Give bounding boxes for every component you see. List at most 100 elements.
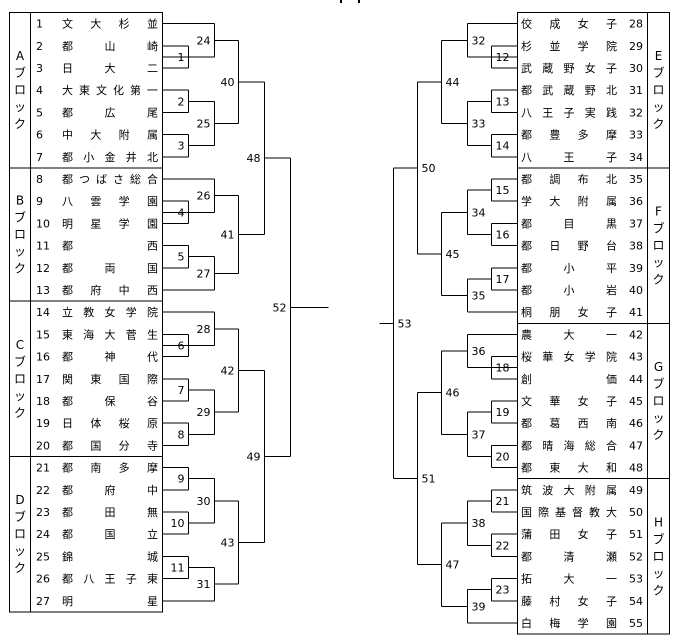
team-number: 12 <box>36 262 50 275</box>
team-name: 都小岩 <box>521 283 617 297</box>
team-name: 都葛西南 <box>521 417 617 430</box>
match-number: 16 <box>496 229 510 242</box>
team-name: 都府中西 <box>62 283 158 297</box>
team-name: 都国立 <box>62 527 158 541</box>
match-number: 44 <box>446 76 460 89</box>
match-number: 8 <box>178 428 185 441</box>
match-number: 19 <box>496 406 510 419</box>
team-name: 錦城 <box>62 549 158 563</box>
match-number: 14 <box>496 140 510 153</box>
match-number: 29 <box>197 406 211 419</box>
team-name: 都保谷 <box>62 394 158 408</box>
team-number: 4 <box>36 84 43 97</box>
match-number: 41 <box>221 229 235 242</box>
team-number: 22 <box>36 484 50 497</box>
team-number: 29 <box>629 40 643 53</box>
team-number: 49 <box>629 484 643 497</box>
team-list-box <box>517 478 648 635</box>
match-number: 18 <box>496 362 510 375</box>
team-number: 43 <box>629 351 643 364</box>
team-name: 杉並学院 <box>521 39 617 53</box>
team-name: 都清瀬 <box>521 549 617 563</box>
team-number: 48 <box>629 462 643 475</box>
team-number: 33 <box>629 129 643 142</box>
team-name: 藤村女子 <box>521 594 617 608</box>
team-name: 農大一 <box>521 327 617 341</box>
team-name: 明星学園 <box>62 216 158 230</box>
team-name: 都広尾 <box>62 106 158 119</box>
team-name: 都日野台 <box>521 239 617 253</box>
team-name: 明星 <box>62 595 158 608</box>
team-number: 19 <box>36 417 50 430</box>
team-number: 45 <box>629 395 643 408</box>
match-number: 50 <box>422 162 436 175</box>
team-name: 八王子実践 <box>521 105 617 119</box>
match-number: 25 <box>197 118 211 131</box>
team-name: 都小金井北 <box>62 150 158 164</box>
team-number: 47 <box>629 439 643 452</box>
team-name: 都西 <box>62 240 158 253</box>
team-name: 都国分寺 <box>62 439 158 452</box>
team-number: 3 <box>36 62 43 75</box>
team-name: 拓大一 <box>521 572 617 586</box>
team-name: 創価 <box>521 372 617 386</box>
team-name: 都晴海総合 <box>521 438 617 452</box>
team-list-box <box>517 12 648 169</box>
match-number: 1 <box>178 51 185 64</box>
team-number: 9 <box>36 195 43 208</box>
team-number: 34 <box>629 151 643 164</box>
team-name: 都武蔵野北 <box>521 84 617 97</box>
team-number: 23 <box>36 506 50 519</box>
match-number: 30 <box>197 495 211 508</box>
team-number: 8 <box>36 173 43 186</box>
team-number: 38 <box>629 240 643 253</box>
team-number: 35 <box>629 173 643 186</box>
team-name: 都八王子東 <box>62 573 158 586</box>
match-number: 26 <box>197 190 211 203</box>
match-number: 47 <box>446 559 460 572</box>
team-number: 18 <box>36 395 50 408</box>
team-name: 中大附属 <box>62 128 158 142</box>
match-number: 27 <box>197 267 211 280</box>
match-number: 37 <box>472 428 486 441</box>
match-number: 28 <box>197 323 211 336</box>
match-number: 36 <box>472 345 486 358</box>
team-name: 国際基督教大 <box>521 505 617 519</box>
team-name: 都つばさ総合 <box>62 172 158 186</box>
team-number: 26 <box>36 573 50 586</box>
team-name: 佼成女子 <box>521 17 617 31</box>
team-number: 21 <box>36 462 50 475</box>
team-number: 6 <box>36 129 43 142</box>
team-number: 13 <box>36 284 50 297</box>
match-number: 2 <box>178 95 185 108</box>
team-number: 42 <box>629 328 643 341</box>
team-list-box <box>30 167 163 302</box>
match-number: 31 <box>197 578 211 591</box>
match-number: 48 <box>247 152 261 165</box>
match-number: 11 <box>171 562 185 575</box>
team-name: 都調布北 <box>521 172 617 186</box>
team-name: 都山崎 <box>62 39 158 53</box>
team-name: 関東国際 <box>62 373 158 386</box>
team-number: 41 <box>629 306 643 319</box>
team-name: 日大二 <box>62 61 158 75</box>
team-name: 学大附属 <box>521 194 617 208</box>
team-number: 46 <box>629 417 643 430</box>
team-name: 大東文化第一 <box>62 83 158 97</box>
team-name: 都目黒 <box>521 217 617 230</box>
team-number: 15 <box>36 328 50 341</box>
match-number: 38 <box>472 517 486 530</box>
team-name: 桜華女学院 <box>521 350 617 364</box>
match-number: 24 <box>197 34 211 47</box>
match-number: 49 <box>247 451 261 464</box>
team-list-box <box>30 456 163 613</box>
team-name: 八雲学園 <box>62 194 158 208</box>
team-number: 16 <box>36 351 50 364</box>
team-number: 44 <box>629 373 643 386</box>
match-number: 53 <box>398 317 412 330</box>
